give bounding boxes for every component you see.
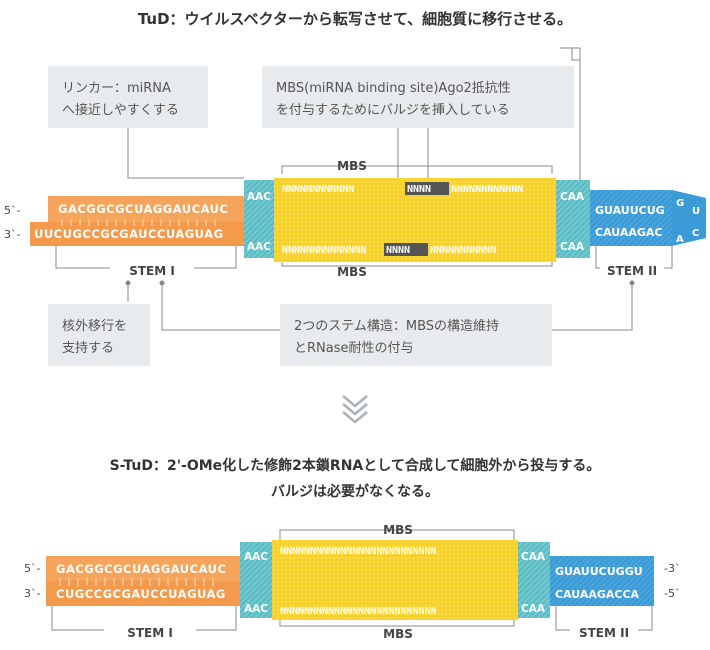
bottom-five-prime-label: 5`- — [24, 562, 40, 575]
bottom-mbs-block — [272, 540, 518, 620]
s-tud-molecule: 5`- 3`- GACGGCGCUAGGAUCAUC CUGCCGCGAUCCU… — [24, 523, 680, 641]
aac-lower-label: AAC — [247, 241, 271, 253]
triple-chevron-down-icon — [342, 395, 368, 424]
bottom-right-upper-end: -3` — [664, 562, 680, 575]
annotation-dots-top — [125, 280, 635, 286]
bottom-caa-linker-block — [518, 542, 550, 618]
bottom-right-lower-end: -5` — [664, 587, 680, 600]
stem1-label: STEM I — [129, 264, 175, 278]
bottom-mbs-top-label: MBS — [383, 523, 413, 537]
stem1-lower-seq: UUCUGCCGCGAUCCUAGUAG — [34, 227, 224, 241]
caa-linker-block — [556, 180, 590, 258]
bottom-mbs-bottom-label: MBS — [383, 627, 413, 641]
bottom-title-line2: バルジは必要がなくなる。 — [271, 483, 439, 500]
bottom-mbs-upper-seq: NNNNNNNNNNNNNNNNNNNNNNNNNN — [280, 546, 437, 557]
export-note-line2: 支持する — [62, 341, 114, 356]
three-prime-label: 3`- — [4, 228, 20, 241]
mbs-lower-bulge-seq: NNNN — [386, 245, 410, 256]
bottom-stem2-lower-seq: CAUAAGACCA — [555, 588, 640, 601]
mbs-bottom-label: MBS — [337, 265, 367, 279]
mbs-lower-left-seq: NNNNNNNNNNNNNN — [282, 245, 366, 256]
bottom-stem2-label: STEM II — [579, 626, 629, 640]
bottom-caa-lower-label: CAA — [521, 603, 546, 615]
bottom-aac-lower-label: AAC — [244, 603, 268, 615]
stem2-lower-seq: CAUAAGAC — [595, 226, 662, 239]
bottom-aac-upper-label: AAC — [244, 551, 268, 563]
upper-bulge-box — [405, 182, 449, 195]
export-note: 核外移行を 支持する — [48, 304, 150, 366]
five-prime-label: 5`- — [4, 204, 20, 217]
bottom-aac-linker-block — [240, 542, 272, 618]
stem2-upper-seq: GUAUUCUG — [595, 204, 665, 217]
bottom-stem1-lower-seq: CUGCCGCGAUCCUAGUAG — [56, 587, 226, 601]
lower-bulge-box — [384, 243, 428, 256]
loop-a: A — [676, 234, 684, 245]
stem-note-line1: 2つのステム構造：MBSの構造維持 — [294, 319, 499, 334]
aac-upper-label: AAC — [247, 191, 271, 203]
mbs-note-line2: を付与するためにバルジを挿入している — [276, 103, 510, 118]
bottom-stem2-upper-seq: GUAUUCUGGU — [555, 565, 643, 578]
linker-note-line1: リンカー：miRNA — [62, 81, 171, 96]
mbs-note: MBS(miRNA binding site)Ago2抵抗性 を付与するためにバ… — [262, 66, 574, 128]
bottom-title-line1: S-TuD：2'-OMe化した修飾2本鎖RNAとして合成して細胞外から投与する。 — [110, 457, 601, 474]
bottom-stem1-label: STEM I — [127, 626, 173, 640]
stem-note-line2: とRNase耐性の付与 — [294, 341, 414, 356]
bottom-stem1-upper-seq: GACGGCGCUAGGAUCAUC — [56, 562, 226, 576]
top-title: TuD：ウイルスベクターから転写させて、細胞質に移行させる。 — [138, 10, 572, 28]
bottom-caa-upper-label: CAA — [521, 551, 546, 563]
bottom-mbs-lower-seq: NNNNNNNNNNNNNNNNNNNNNNNNNN — [280, 606, 437, 617]
mbs-upper-right-seq: NNNNNNNNNNNN — [451, 184, 523, 195]
stem-note: 2つのステム構造：MBSの構造維持 とRNase耐性の付与 — [280, 304, 552, 366]
tud-molecule: 5`- 3`- GACGGCGCUAGGAUCAUC UUCUGCCGCGAUC… — [4, 159, 706, 279]
linker-note: リンカー：miRNA へ接近しやすくする — [48, 66, 208, 128]
caa-lower-label: CAA — [560, 241, 585, 253]
loop-g: G — [676, 198, 684, 209]
bottom-three-prime-label: 3`- — [24, 587, 40, 600]
mbs-top-label: MBS — [337, 159, 367, 173]
mbs-upper-left-seq: NNNNNNNNNNNN — [282, 184, 354, 195]
caa-upper-label: CAA — [560, 191, 585, 203]
mbs-upper-bulge-seq: NNNN — [407, 184, 431, 195]
mbs-note-line1: MBS(miRNA binding site)Ago2抵抗性 — [276, 81, 511, 96]
export-note-line1: 核外移行を — [62, 319, 127, 334]
aac-linker-block — [244, 180, 274, 258]
loop-u: U — [692, 206, 700, 217]
stem1-upper-seq: GACGGCGCUAGGAUCAUC — [58, 202, 228, 216]
stem2-label: STEM II — [607, 264, 657, 278]
loop-c: C — [692, 228, 699, 239]
mbs-lower-right-seq: NNNNNNNNNNN — [430, 245, 496, 256]
linker-note-line2: へ接近しやすくする — [62, 102, 179, 118]
